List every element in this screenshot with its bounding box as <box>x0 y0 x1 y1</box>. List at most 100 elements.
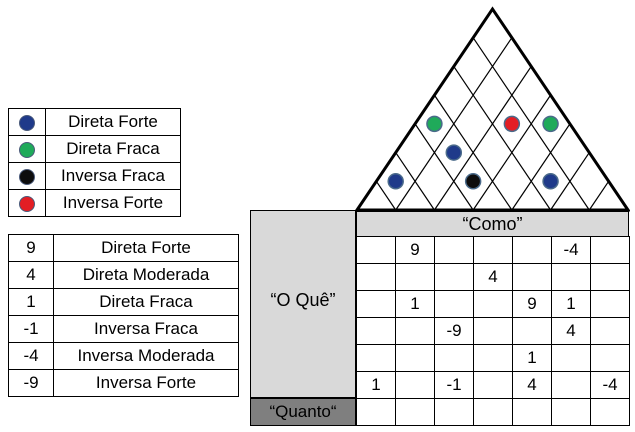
matrix-cell <box>473 236 513 264</box>
roof-correlation-dot <box>542 115 559 133</box>
correlation-dot-icon <box>19 195 35 212</box>
matrix-cell <box>551 398 591 426</box>
matrix-cell <box>356 344 396 372</box>
matrix-cell: 1 <box>512 344 552 372</box>
matrix-cell: 1 <box>356 371 396 399</box>
matrix-row: 1 -1 4 -4 <box>356 371 630 399</box>
matrix-cell <box>512 398 552 426</box>
roof-grid-line <box>472 37 590 211</box>
oque-label: “O Quê” <box>270 290 336 310</box>
roof-grid <box>375 37 610 211</box>
legend-value-label: Direta Forte <box>53 234 239 262</box>
matrix-cell: 1 <box>551 290 591 318</box>
legend-symbol-cell <box>8 162 46 190</box>
roof-correlation-dot <box>503 115 521 133</box>
roof-correlation-dot <box>542 173 559 190</box>
legend-value-label: Inversa Fraca <box>53 315 239 343</box>
legend-value-number: -9 <box>8 369 54 397</box>
legend-symbol-cell <box>8 135 46 163</box>
matrix-cell <box>395 344 435 372</box>
matrix-cell <box>590 344 630 372</box>
correlation-dot-icon <box>19 168 35 185</box>
matrix-row: -9 4 <box>356 317 630 345</box>
matrix-row <box>356 398 630 426</box>
roof-correlation-dot <box>426 115 443 133</box>
roof-grid-line <box>395 152 435 211</box>
legend-symbol-row: Direta Forte <box>8 108 181 136</box>
correlation-dot-icon <box>19 114 35 131</box>
matrix-cell <box>590 317 630 345</box>
correlation-dot-icon <box>19 141 35 158</box>
legend-symbol-row: Inversa Fraca <box>8 162 181 190</box>
matrix-cell <box>551 344 591 372</box>
matrix-cell <box>512 263 552 291</box>
matrix-cell <box>356 398 396 426</box>
roof-grid-line <box>433 94 513 211</box>
matrix-cell <box>434 236 474 264</box>
matrix-cell: 1 <box>395 290 435 318</box>
matrix-cell <box>395 263 435 291</box>
matrix-cell: 4 <box>512 371 552 399</box>
legend-symbol-row: Direta Fraca <box>8 135 181 163</box>
matrix-cell <box>395 371 435 399</box>
legend-symbol-label: Inversa Forte <box>45 189 181 217</box>
matrix-cell <box>473 398 513 426</box>
legend-symbol-row: Inversa Forte <box>8 189 181 217</box>
matrix-cell: -9 <box>434 317 474 345</box>
legend-symbol-label: Direta Forte <box>45 108 181 136</box>
quanto-label: “Quanto“ <box>250 398 356 426</box>
matrix-cell <box>434 398 474 426</box>
roof-correlation-dot <box>387 173 404 190</box>
roof-grid-line <box>453 66 552 211</box>
legend-value-label: Inversa Moderada <box>53 342 239 370</box>
matrix-cell <box>434 263 474 291</box>
roof-grid-line <box>433 66 532 211</box>
matrix-row: 1 <box>356 344 630 372</box>
roof-correlation-dot <box>445 144 463 161</box>
correlation-roof <box>355 6 630 212</box>
legend-value-number: 9 <box>8 234 54 262</box>
legend-symbol-label: Direta Fraca <box>45 135 181 163</box>
legend-symbol-label: Inversa Fraca <box>45 162 181 190</box>
roof-grid-line <box>414 123 474 211</box>
matrix-cell: -1 <box>434 371 474 399</box>
matrix-cell: 4 <box>473 263 513 291</box>
legend-value-number: -4 <box>8 342 54 370</box>
matrix-cell <box>356 263 396 291</box>
legend-symbol-cell <box>8 108 46 136</box>
matrix-cell: 4 <box>551 317 591 345</box>
matrix-cell <box>590 398 630 426</box>
legend-value-label: Inversa Forte <box>53 369 239 397</box>
matrix-cell <box>551 263 591 291</box>
legend-value-number: 4 <box>8 261 54 289</box>
roof-correlation-dots <box>387 115 559 190</box>
matrix-cell <box>512 317 552 345</box>
matrix-row: 4 <box>356 263 630 291</box>
matrix-cell <box>434 290 474 318</box>
matrix-cell: -4 <box>590 371 630 399</box>
legend-symbol-cell <box>8 189 46 217</box>
roof-grid-line <box>511 123 571 211</box>
matrix-cell <box>356 317 396 345</box>
matrix-cell: -4 <box>551 236 591 264</box>
legend-value-number: 1 <box>8 288 54 316</box>
oque-header-block <box>250 210 356 398</box>
legend-value-label: Direta Fraca <box>53 288 239 316</box>
matrix-cell <box>590 290 630 318</box>
roof-correlation-dot <box>464 173 482 190</box>
como-label: “Como” <box>356 210 629 237</box>
matrix-cell <box>473 317 513 345</box>
matrix-cell <box>512 236 552 264</box>
matrix-cell <box>356 236 396 264</box>
matrix-cell <box>473 344 513 372</box>
legend-value-label: Direta Moderada <box>53 261 239 289</box>
